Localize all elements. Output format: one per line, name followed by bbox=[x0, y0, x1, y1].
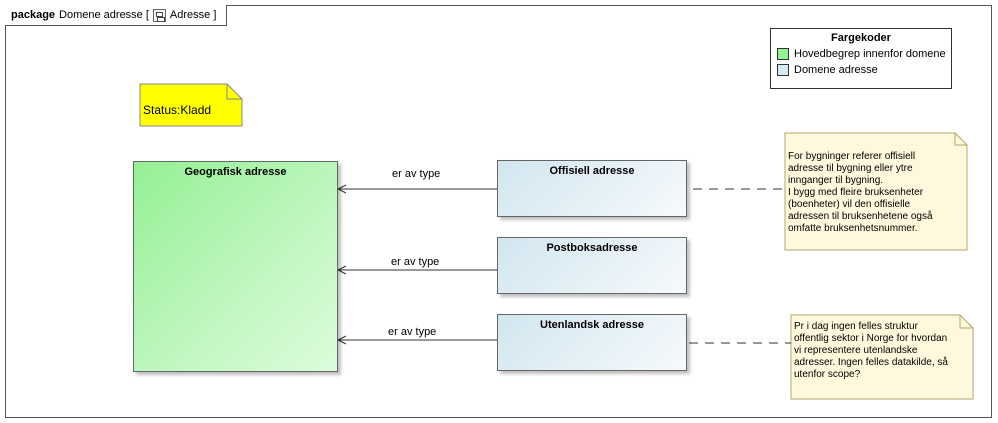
legend-label: Hovedbegrep innenfor domene bbox=[794, 48, 946, 60]
status-note-text: Status:Kladd bbox=[143, 103, 212, 117]
legend-swatch-blue bbox=[777, 64, 789, 76]
association-label: er av type bbox=[392, 168, 441, 180]
status-note-shape bbox=[139, 83, 243, 127]
note-offisiell[interactable]: For bygninger referer offisiell adresse … bbox=[785, 133, 967, 250]
package-keyword: package bbox=[11, 9, 56, 21]
note-utenlandsk[interactable]: Pr i dag ingen felles struktur offentlig… bbox=[791, 315, 973, 399]
note-utenlandsk-shape bbox=[790, 314, 974, 400]
status-note[interactable]: Status:Kladd bbox=[140, 84, 242, 126]
package-diagram-icon bbox=[152, 8, 166, 22]
color-legend: Fargekoder Hovedbegrep innenfor domene D… bbox=[770, 28, 952, 89]
class-offisiell-adresse[interactable]: Offisiell adresse bbox=[497, 160, 687, 217]
legend-label: Domene adresse bbox=[794, 64, 878, 76]
association-offisiell bbox=[336, 184, 497, 194]
package-name: Domene adresse [ bbox=[59, 9, 149, 21]
association-label: er av type bbox=[391, 256, 440, 268]
legend-item: Domene adresse bbox=[777, 64, 951, 76]
class-title: Utenlandsk adresse bbox=[540, 319, 644, 331]
note-text: For bygninger referer offisiell adresse … bbox=[788, 151, 933, 234]
legend-title: Fargekoder bbox=[831, 32, 891, 44]
association-label: er av type bbox=[388, 326, 437, 338]
association-utenlandsk bbox=[336, 335, 497, 345]
class-geografisk-adresse[interactable]: Geografisk adresse bbox=[133, 161, 338, 372]
class-title: Geografisk adresse bbox=[184, 166, 287, 178]
diagram-header-tab: package Domene adresse [ Adresse ] bbox=[5, 5, 228, 26]
class-title: Offisiell adresse bbox=[549, 165, 635, 177]
legend-item: Hovedbegrep innenfor domene bbox=[777, 48, 951, 60]
class-title: Postboksadresse bbox=[546, 242, 638, 254]
class-postboksadresse[interactable]: Postboksadresse bbox=[497, 237, 687, 294]
diagram-name: Adresse ] bbox=[169, 9, 217, 21]
note-offisiell-shape bbox=[784, 132, 968, 251]
note-text: Pr i dag ingen felles struktur offentlig… bbox=[794, 321, 948, 380]
legend-swatch-green bbox=[777, 48, 789, 60]
class-utenlandsk-adresse[interactable]: Utenlandsk adresse bbox=[497, 314, 687, 371]
association-postboks bbox=[336, 265, 497, 275]
